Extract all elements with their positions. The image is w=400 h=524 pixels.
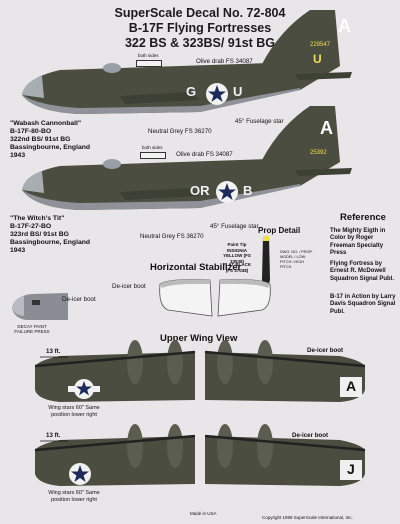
upper-wing-view-title: Upper Wing View	[160, 333, 238, 344]
aircraft-2-name-decal	[140, 152, 166, 159]
copyright-label: Copyright 1999 SuperScale International,…	[262, 515, 353, 520]
prop-blade-drawing	[262, 236, 270, 294]
aircraft-1-name-decal	[136, 60, 162, 67]
aircraft-2-color-lower: Neutral Grey FS 36270	[140, 233, 204, 240]
reference-item-1: The Mighty Eigth in Color by Roger Freem…	[330, 228, 386, 256]
wing-deicer-label-1: De-icer boot	[307, 347, 344, 354]
prop-flat-black: FLAT BLACK (FS 37038)	[222, 262, 252, 273]
wing-star-insignia-2	[69, 463, 91, 485]
aircraft-1-code-right: U	[233, 84, 243, 99]
aircraft-1-tail-letter: A	[338, 16, 351, 36]
prop-decal-labels: DWG. NO. / PROP. MODEL / LOW PITCH / HIG…	[280, 250, 313, 269]
aircraft-1-tail-letter-2: U	[313, 52, 322, 66]
wing-star-note-1: Wing stars 60" Same position lower right	[48, 405, 100, 418]
wing-deicer-label-2: De-icer boot	[292, 432, 329, 439]
aircraft-1-star-insignia	[206, 83, 228, 105]
stabilizer-title: Horizontal Stabilizer	[150, 262, 242, 273]
aircraft-2-star-note: 45° Fuselage star	[210, 223, 259, 230]
aircraft-1-serial: 229547	[310, 42, 331, 48]
sheet-units: 322 BS & 323BS/ 91st BG	[124, 36, 276, 50]
nose-detail-drawing	[12, 293, 68, 320]
wing-letter-2: J	[347, 461, 355, 477]
stabilizer-drawing	[159, 279, 271, 317]
aircraft-1-code-left: G	[186, 84, 197, 99]
aircraft-2-code-right: B	[243, 183, 253, 198]
aircraft-1-name: "Wabash Cannonball"	[10, 120, 82, 127]
nose-note: DECAY PAINT FAILURE PRESS	[14, 324, 50, 334]
wing-star-note-2: Wing stars 60" Same position lower right	[48, 490, 100, 503]
prop-detail-title: Prop Detail	[258, 226, 301, 235]
prop-paint-tip: Paint Tip INSIGNIA YELLOW (FS 33538)	[223, 242, 251, 264]
sheet-title: SuperScale Decal No. 72-804	[114, 6, 286, 20]
aircraft-2-base: Bassingbourne, England	[10, 239, 91, 246]
aircraft-1-unit: 322nd BS/ 91st BG	[10, 136, 71, 143]
aircraft-2-serial: 25392	[310, 150, 327, 156]
aircraft-1-model: B-17F-80-BO	[10, 128, 52, 135]
aircraft-2-star-insignia	[216, 181, 238, 203]
aircraft-1-year: 1943	[10, 152, 26, 159]
aircraft-1-star-note: 45° Fuselage star	[235, 118, 284, 125]
aircraft-2-code-left: OR	[190, 183, 210, 198]
reference-item-2: Flying Fortress by Ernest R. McDowell Sq…	[330, 261, 395, 282]
nose-deicer-label: De-icer boot	[62, 296, 96, 303]
wing-dimension-1: 13 ft.	[46, 348, 61, 355]
aircraft-1-both-sides: both sides	[138, 53, 159, 58]
sheet-subtitle: B-17F Flying Fortresses	[128, 21, 272, 35]
aircraft-2-tail-letter: A	[320, 118, 333, 138]
made-in-label: Made in USA	[190, 511, 217, 516]
aircraft-1-color-upper: Olive drab FS 34087	[196, 58, 253, 65]
aircraft-2-unit: 323rd BS/ 91st BG	[10, 231, 69, 238]
aircraft-1-caption: "Wabash Cannonball" B-17F-80-BO 322nd BS…	[10, 120, 90, 160]
aircraft-1-color-lower: Neutral Grey FS 36270	[148, 128, 212, 135]
wing-star-insignia-1	[68, 379, 100, 399]
reference-item-3: B-17 in Action by Larry Davis Squadron S…	[330, 294, 396, 315]
aircraft-2-color-upper: Olive drab FS 34087	[176, 151, 233, 158]
stabilizer-deicer-label: De-icer boot	[112, 283, 146, 290]
aircraft-2-model: B-17F-27-BO	[10, 223, 52, 230]
aircraft-2-year: 1943	[10, 247, 26, 254]
wing-dimension-2: 13 ft.	[46, 432, 61, 439]
reference-title: Reference	[340, 212, 386, 223]
wing-letter-1: A	[346, 378, 357, 394]
aircraft-1-base: Bassingbourne, England	[10, 144, 91, 151]
aircraft-2-both-sides: both sides	[142, 145, 163, 150]
aircraft-2-name: "The Witch's Tit"	[10, 215, 65, 222]
aircraft-2-caption: "The Witch's Tit" B-17F-27-BO 323rd BS/ …	[10, 215, 90, 255]
